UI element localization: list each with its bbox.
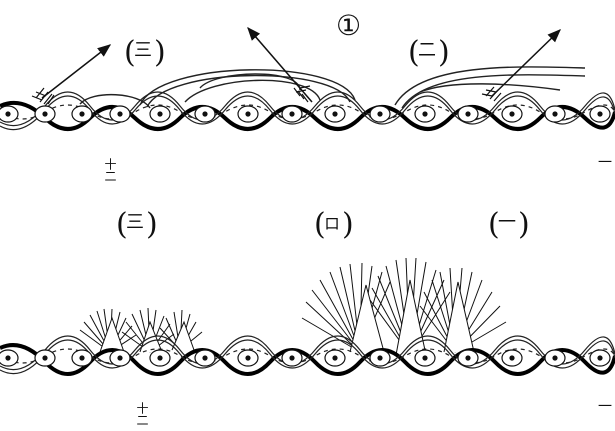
bottom-center-label-open-paren: ( bbox=[314, 207, 326, 242]
top-left-label: 三 bbox=[134, 40, 152, 61]
bottom-center-label-close-paren: ) bbox=[342, 207, 354, 242]
top-weft-double-b bbox=[0, 95, 615, 131]
top-right-label: 二 bbox=[418, 40, 436, 61]
bottom-right-label-close-paren: ) bbox=[518, 207, 530, 242]
top-panel bbox=[0, 26, 615, 131]
top-arrows bbox=[41, 26, 561, 103]
bottom-left-label-close-paren: ) bbox=[146, 207, 158, 242]
bottom-weft-double-b bbox=[0, 339, 615, 375]
arrow-right bbox=[491, 29, 561, 97]
tuft-large-1 bbox=[301, 262, 391, 353]
bottom-warp-ovals bbox=[0, 349, 611, 367]
bottom-panel bbox=[0, 257, 615, 376]
top-loops bbox=[79, 66, 586, 109]
bottom-right-label-open-paren: ( bbox=[488, 207, 500, 242]
top-weft bbox=[0, 91, 615, 131]
bottom-weft-thick bbox=[0, 343, 615, 376]
top-right-label-close-paren: ) bbox=[438, 35, 450, 70]
top-fletching bbox=[31, 85, 502, 105]
top-right-label-open-paren: ( bbox=[408, 35, 420, 70]
bottom-left-label-open-paren: ( bbox=[116, 207, 128, 242]
top-weft-thick bbox=[0, 101, 615, 131]
arrow-center bbox=[247, 26, 313, 103]
bottom-side-left-label: 十二 bbox=[135, 402, 149, 426]
tuft-small-3 bbox=[159, 309, 203, 351]
bottom-left-label: 三 bbox=[126, 212, 144, 233]
bottom-weft-double-a bbox=[0, 335, 615, 371]
bottom-weft bbox=[0, 335, 615, 376]
bottom-tufts bbox=[79, 257, 507, 356]
top-title-label: ① bbox=[336, 9, 362, 42]
top-left-label-close-paren: ) bbox=[154, 35, 166, 70]
tuft-small-2 bbox=[121, 307, 175, 353]
top-warp-ovals bbox=[0, 105, 611, 123]
bottom-right-label: 一 bbox=[498, 212, 516, 233]
top-side-right-label: 一 bbox=[598, 155, 612, 171]
bottom-center-label: ロ bbox=[324, 214, 341, 233]
tuft-large-3 bbox=[419, 267, 507, 353]
top-weft-double-a bbox=[0, 91, 615, 127]
top-left-label-open-paren: ( bbox=[124, 35, 136, 70]
top-side-left-label: 十二 bbox=[103, 158, 117, 182]
arrow-left bbox=[41, 44, 112, 99]
bottom-side-right-label: 一 bbox=[598, 399, 612, 415]
tuft-large-2 bbox=[369, 257, 451, 356]
tuft-small-1 bbox=[79, 308, 137, 353]
